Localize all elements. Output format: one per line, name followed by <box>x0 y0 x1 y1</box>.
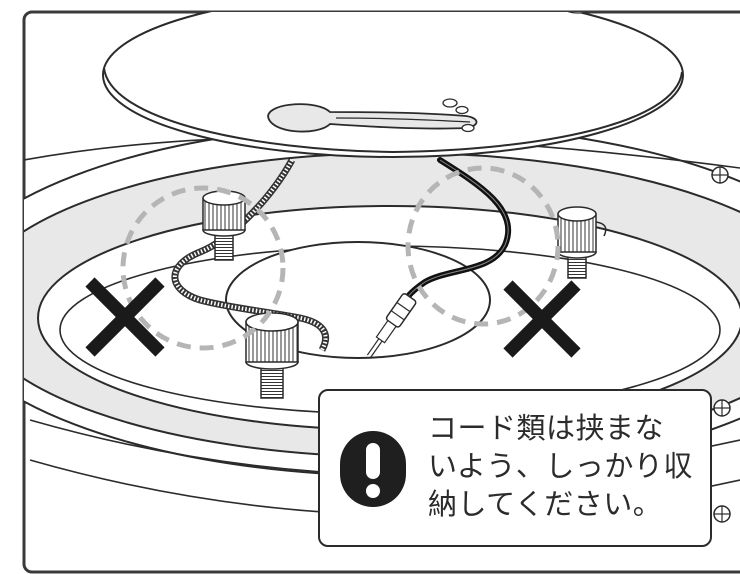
dashed-circle-left <box>120 185 286 351</box>
dashed-circle-right <box>405 165 561 327</box>
knob-right <box>557 206 607 279</box>
warning-line-1: コード類は挟まな <box>428 411 665 445</box>
warning-line-3: 納してください。 <box>428 487 663 521</box>
warning-line-2: いよう、しっかり収 <box>428 449 693 483</box>
canopy-plate <box>102 12 684 158</box>
exclamation-circle-icon <box>340 431 406 507</box>
keyhole-slot <box>267 98 478 133</box>
cord-connector <box>366 293 417 358</box>
warning-text: コード類は挟まな いよう、しっかり収 納してください。 <box>428 409 700 523</box>
x-mark-icon-left <box>85 277 165 357</box>
warning-callout: コード類は挟まな いよう、しっかり収 納してください。 <box>318 389 712 547</box>
knob-upper-left <box>202 190 246 261</box>
rim-screw-2 <box>713 399 731 417</box>
rim-screw-1 <box>711 166 729 184</box>
x-mark-icon-right <box>503 280 581 358</box>
knob-lower-left <box>245 312 299 399</box>
rim-screw-3 <box>713 505 731 523</box>
